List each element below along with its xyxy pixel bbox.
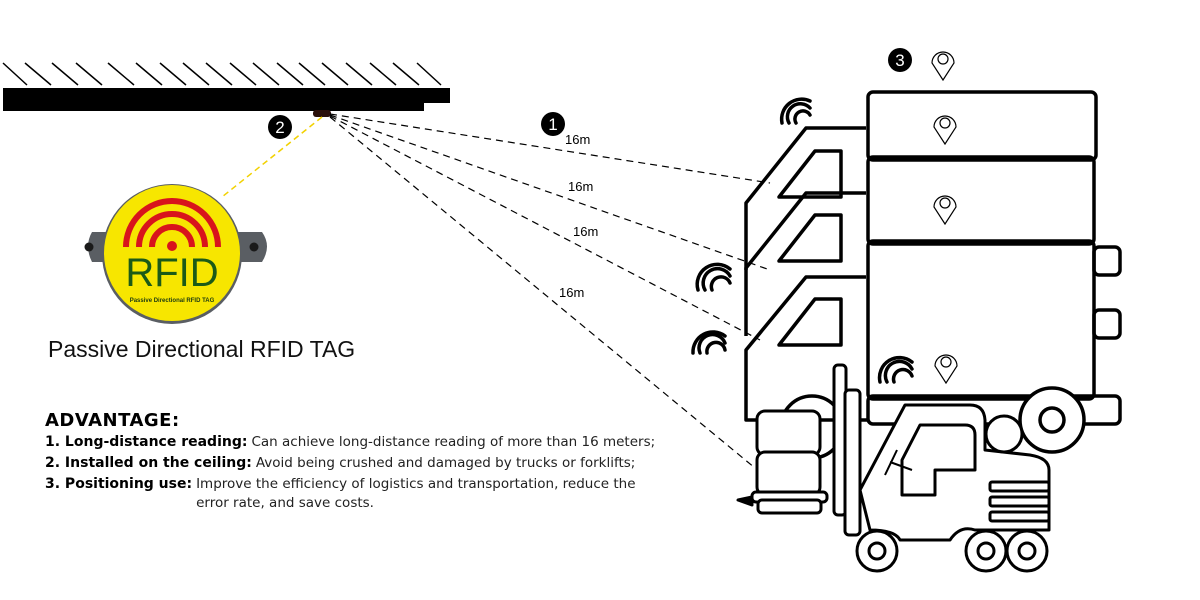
ceiling — [2, 62, 450, 111]
wifi-signal-icon — [877, 355, 914, 384]
svg-text:1: 1 — [548, 115, 557, 134]
beam-4 — [329, 116, 756, 469]
forklift — [736, 363, 1051, 573]
marker-2: 2 — [268, 115, 292, 139]
location-pin-icon — [931, 51, 955, 82]
read-beams — [329, 113, 771, 469]
distance-label: 16m — [573, 224, 598, 239]
advantage-heading: ADVANTAGE: — [45, 410, 180, 431]
wifi-signal-icon — [779, 97, 812, 125]
truck-fleet — [744, 90, 1122, 460]
distance-label: 16m — [559, 285, 584, 300]
advantage-label: 1. Long-distance reading: — [45, 434, 248, 450]
advantage-text: Can achieve long-distance reading of mor… — [251, 434, 656, 450]
wifi-signal-icon — [695, 262, 732, 292]
beam-3 — [329, 115, 761, 341]
leader-line — [221, 116, 323, 198]
rfid-tag: RFID Passive Directional RFID TAG — [84, 184, 267, 324]
advantage-label: 2. Installed on the ceiling: — [45, 455, 252, 471]
wifi-signal-icon — [691, 330, 727, 355]
advantage-item: 2. Installed on the ceiling: Avoid being… — [45, 454, 665, 473]
location-pin-icon — [933, 115, 957, 146]
location-pin-icon — [933, 195, 957, 226]
distance-label: 16m — [565, 132, 590, 147]
ceiling-reader — [313, 110, 331, 117]
svg-text:RFID: RFID — [125, 251, 218, 295]
beam-1 — [329, 113, 771, 184]
advantage-section: ADVANTAGE: 1. Long-distance reading: Can… — [45, 410, 665, 513]
advantage-item: 3. Positioning use: Improve the efficien… — [45, 475, 665, 513]
advantage-text: Improve the efficiency of logistics and … — [196, 476, 636, 511]
marker-1: 1 — [541, 112, 565, 136]
location-pins — [931, 51, 958, 385]
location-pin-icon — [934, 354, 958, 385]
beam-2 — [329, 114, 771, 271]
signal-arcs-icon — [123, 198, 221, 248]
svg-text:Passive Directional RFID TAG: Passive Directional RFID TAG — [130, 298, 215, 304]
marker-3: 3 — [888, 48, 912, 72]
svg-text:2: 2 — [275, 118, 284, 137]
advantage-text: Avoid being crushed and damaged by truck… — [255, 455, 636, 471]
advantage-item: 1. Long-distance reading: Can achieve lo… — [45, 433, 665, 452]
distance-label: 16m — [568, 179, 593, 194]
svg-text:3: 3 — [895, 51, 904, 70]
product-caption: Passive Directional RFID TAG — [48, 336, 356, 362]
wifi-signals — [691, 97, 914, 384]
advantage-label: 3. Positioning use: — [45, 476, 193, 492]
